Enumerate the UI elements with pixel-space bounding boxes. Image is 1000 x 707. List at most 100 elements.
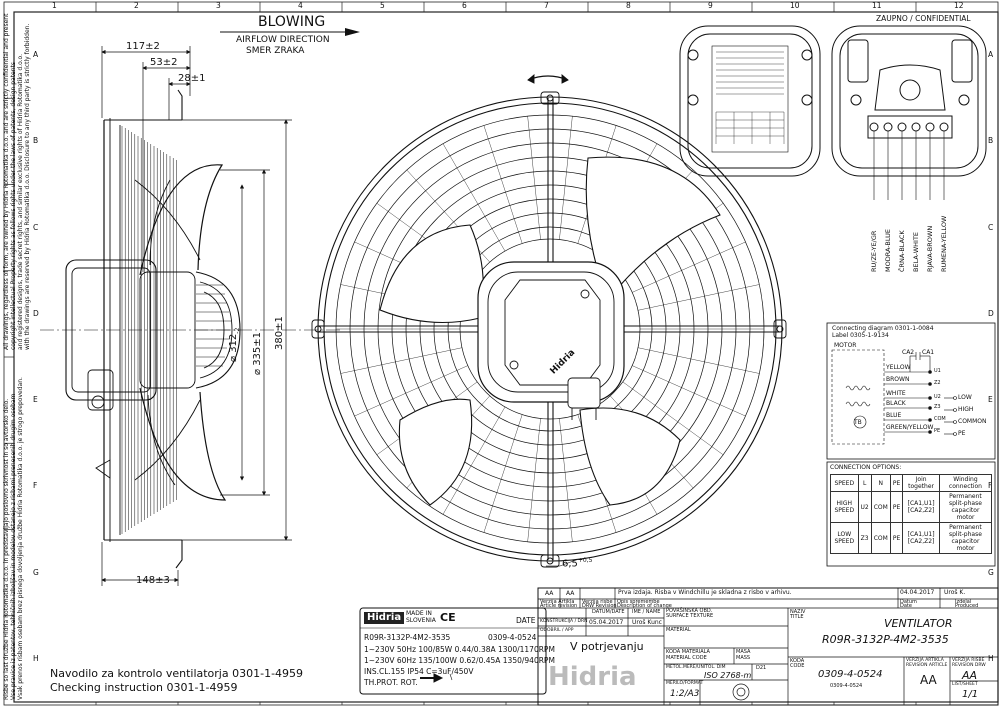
tb-masa-en: MASS [736,655,751,661]
diagram-terminal-label: PE [934,428,941,434]
row-label-right: H [988,653,994,663]
guard-spoke [340,347,463,374]
motor-label: MOTOR [834,342,857,349]
diagram-terminal [928,382,932,386]
table-cell: PE [889,522,904,554]
diagram-wire-label: YELLOW [886,364,911,371]
fan-side-view [40,89,340,569]
wire-label: MODRA-BLUE [884,228,892,272]
terminal-box-cover [679,25,821,177]
diagram-terminal-label: Z2 [934,380,941,386]
ce-mark: CE [440,611,456,624]
guard-ring [317,96,783,562]
column-label: 5 [380,1,385,10]
guard-spoke [622,381,724,455]
tb-rev-artikla: Verzija Artikla [540,599,575,605]
tb-potrjevanje: V potrjevanju [570,640,644,653]
ca2-label: CA2 [902,349,915,356]
connection-options-frame [826,461,996,567]
row-label: D [33,308,39,318]
connection-options-title: CONNECTION OPTIONS: [830,464,902,471]
tb-change-text: Prva izdaja. Risba v Windchillu je sklad… [618,589,792,596]
table-cell: [CA1,U1] [CA2,Z2] [902,522,940,554]
column-label: 10 [790,1,800,10]
label-brand-logo: Hidria [364,612,405,624]
tb-rev-risbe-en: DRW Revision [582,603,617,609]
winding-coil [853,401,863,407]
guard-spoke [559,418,573,542]
table-cell: COM [870,491,891,523]
guard-spoke [483,414,523,533]
guard-spoke [354,365,468,417]
tb-datum-h: DATUM/DATE [592,609,625,615]
dim-6-5-value: 6,5 [562,558,578,570]
row-label-right: A [988,50,994,60]
output-terminal [953,432,957,436]
dim-312-value: ⌀ 312 [228,333,239,362]
table-cell: HIGH SPEED [830,491,859,523]
table-header-cell: PE [889,474,904,492]
confidentiality-note-sl: Risbe so last družbe Hidria Rotomatika d… [3,377,25,700]
table-cell: Permanent split-phase capacitor motor [938,522,993,554]
airflow-direction-label: AIRFLOW DIRECTION [236,35,330,45]
diagram-terminal [928,396,932,400]
guard-spoke [632,365,746,417]
output-label: PE [958,430,966,437]
row-label: G [33,567,39,577]
winding-coil [853,385,863,391]
terminal-screw [869,122,879,132]
tb-metoda: METOL.MERE/UNITOL. DIM [666,665,726,670]
output-label: HIGH [958,406,974,413]
winding-coil [861,401,871,407]
output-terminal [953,420,957,424]
tb-odobril: ODOBRIL / APP [540,628,574,633]
guard-spoke [527,116,541,240]
dim-312: ⌀ 312-2 [228,328,242,362]
fan-front-view [311,74,787,568]
table-cell: COM [870,522,891,554]
wire-label: BELA-WHITE [912,231,920,272]
airflow-arrow-graphic [220,28,360,36]
guard-spoke [637,284,760,311]
column-label: 6 [462,1,467,10]
dim-53: 53±2 [150,57,178,68]
title-block-lines [537,587,999,706]
tb-koda-mat-en: MATERIAL CODE [666,655,707,661]
column-label: 8 [626,1,631,10]
table-cell: Permanent split-phase capacitor motor [938,491,993,523]
tb-povrsinska: POVRŠINSKA OBD. [666,608,713,614]
terminal-screw [883,122,893,132]
table-header-cell: SPEED [830,474,859,492]
guard-spoke [637,347,760,374]
label-date: DATE [516,616,536,625]
winding-coil [861,385,871,391]
note-line: with the drawings are reserved by Hidria… [23,23,31,350]
sheet-frame [3,1,999,706]
wire-label: RU/ZE-YE/GR [870,230,878,272]
tb-list: LIST/SHEET [952,682,978,687]
tb-author: Uroš K. [944,589,966,596]
diagram-header-1: Connecting diagram 0301-1-0084 [832,325,934,332]
winding-coil [845,385,855,391]
diagram-wire-label: BROWN [886,376,910,383]
terminal-box-open [831,25,987,200]
tb-material: MATERIAL [666,627,691,633]
dim-148: 148±3 [136,575,170,586]
output-terminal [953,396,957,400]
tb-scale: 1:2/A3 [670,689,700,699]
table-header-cell: Winding connection [938,474,993,492]
tb-ver-art-en: REVISION ARTICLE [906,663,948,668]
dim-6-5-tolerance: +0,5 [577,557,593,564]
table-cell: Z3 [857,522,872,554]
tb-code: 0309-4-0524 [818,669,883,680]
dim-117: 117±2 [126,41,160,52]
tb-rev-risbe: Verzija risbe [582,599,613,605]
guard-spoke [527,418,541,542]
tb-drw-rev: AA [962,669,978,682]
column-label: 7 [544,1,549,10]
rating-label-frame [359,607,547,695]
tb-title-2: R09R-3132P-4M2-3535 [822,633,949,646]
